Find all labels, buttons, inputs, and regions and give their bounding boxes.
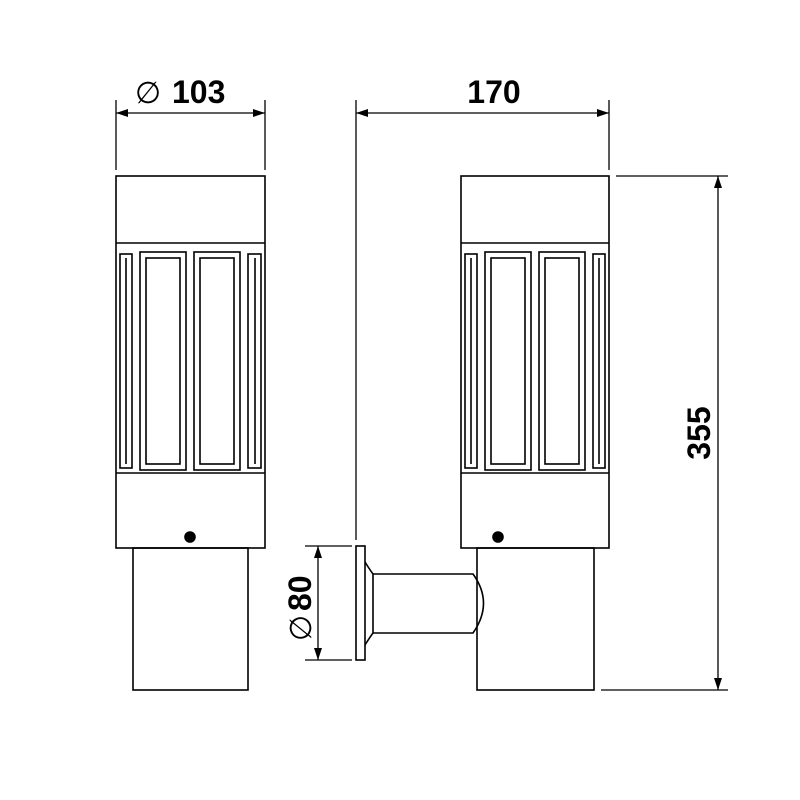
side-slot-2-inner	[544, 257, 580, 465]
front-slot-2	[193, 251, 241, 471]
front-slot-2-inner	[199, 257, 235, 465]
dimension-labels: ∅ 103 170 355 ∅ 80	[135, 74, 717, 641]
dim-103-value: 103	[172, 74, 225, 110]
front-lower-tube	[132, 547, 249, 691]
dim-355-value: 355	[681, 406, 717, 459]
side-slot-left-edge	[464, 253, 478, 469]
side-slot-right-edge	[592, 253, 606, 469]
dim-170-value: 170	[467, 74, 520, 110]
wall-plate	[355, 545, 366, 661]
side-view	[355, 175, 610, 691]
front-slot-1-inner	[145, 257, 181, 465]
side-slot-1-inner	[490, 257, 526, 465]
dim-80-diameter-symbol: ∅	[284, 615, 319, 641]
front-head-body	[115, 175, 266, 549]
side-slot-2	[538, 251, 586, 471]
front-slot-left-edge	[119, 253, 133, 469]
mounting-arm	[373, 573, 485, 634]
front-slot-right-edge	[247, 253, 262, 469]
side-slot-1	[484, 251, 532, 471]
side-lower-tube	[476, 547, 595, 691]
front-view	[115, 175, 266, 691]
dimension-lines	[115, 100, 728, 691]
front-slot-1	[139, 251, 187, 471]
wall-plate-boss	[364, 561, 374, 646]
dim-80-value: 80	[282, 575, 318, 611]
front-screw	[184, 531, 196, 543]
dim-103-diameter-symbol: ∅	[135, 76, 161, 111]
side-head-body	[460, 175, 610, 549]
side-screw	[492, 531, 504, 543]
